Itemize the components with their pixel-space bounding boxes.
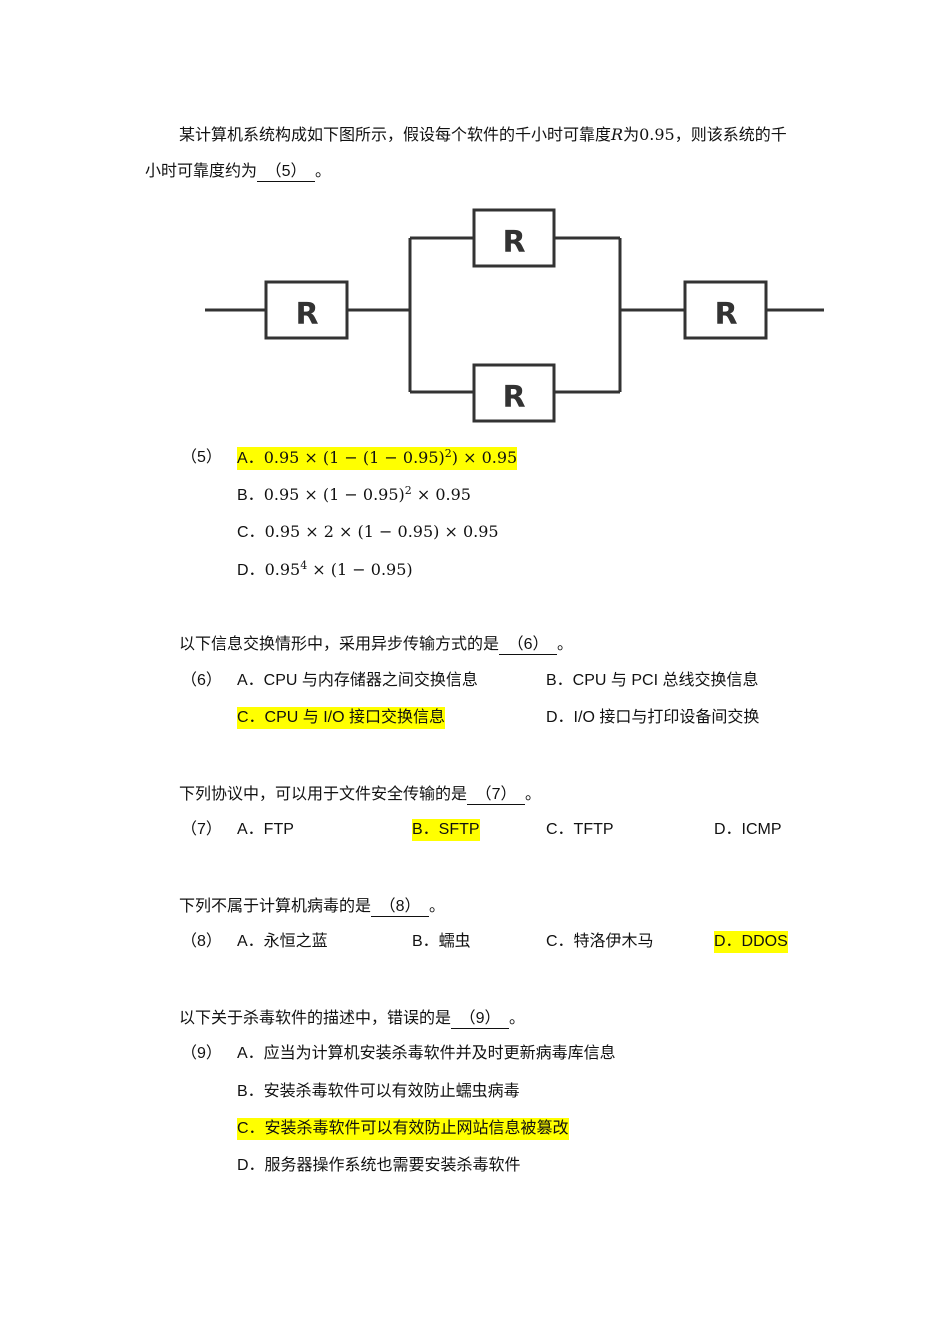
q7-option-a: A．FTP <box>237 821 294 838</box>
q6-stem-text: 以下信息交换情形中，采用异步传输方式的是 <box>179 634 500 653</box>
q9-number: （9） <box>181 1045 222 1062</box>
q6-number: （6） <box>181 672 222 689</box>
reliability-diagram: R R R R <box>205 208 824 423</box>
q5-option-a-expr: 0.95 × (1 − (1 − 0.95) <box>263 448 445 467</box>
q5-option-d-tail: × (1 − 0.95) <box>307 560 413 579</box>
q9-stem-period: 。 <box>509 1008 526 1027</box>
q8-option-c: C．特洛伊木马 <box>546 933 654 950</box>
q8-option-b: B．蠕虫 <box>412 933 471 950</box>
q6-option-b: B．CPU 与 PCI 总线交换信息 <box>546 672 759 689</box>
q9-stem-text: 以下关于杀毒软件的描述中，错误的是 <box>179 1008 452 1027</box>
q8-answer-blank: （8） <box>371 898 430 917</box>
resistor-box-right <box>683 280 768 340</box>
q9-option-a: A．应当为计算机安装杀毒软件并及时更新病毒库信息 <box>237 1045 616 1062</box>
q7-option-d: D．ICMP <box>714 821 782 838</box>
q6-option-d: D．I/O 接口与打印设备间交换 <box>546 709 760 726</box>
q8-stem-text: 下列不属于计算机病毒的是 <box>179 896 372 915</box>
q7-stem-text: 下列协议中，可以用于文件安全传输的是 <box>179 784 468 803</box>
q9-option-b: B．安装杀毒软件可以有效防止蠕虫病毒 <box>237 1083 520 1100</box>
q6-stem: 以下信息交换情形中，采用异步传输方式的是（6）。 <box>179 633 573 655</box>
q5-option-c-label: C． <box>237 524 265 541</box>
resistor-box-top <box>472 208 556 268</box>
q5-option-b-expr: 0.95 × (1 − 0.95) <box>263 485 405 504</box>
q9-stem: 以下关于杀毒软件的描述中，错误的是（9）。 <box>179 1007 525 1029</box>
q8-stem-period: 。 <box>429 896 446 915</box>
q7-stem-period: 。 <box>525 784 542 803</box>
q9-answer-blank: （9） <box>451 1010 510 1029</box>
q6-answer-blank: （6） <box>499 636 558 655</box>
resistor-box-bottom <box>472 363 556 423</box>
q5-option-b-sup: 2 <box>404 484 412 497</box>
q5-option-d-sup: 4 <box>300 559 308 572</box>
q5-option-c: C．0.95 × 2 × (1 − 0.95) × 0.95 <box>237 521 499 544</box>
q8-option-d: D．DDOS <box>714 931 788 953</box>
q5-stem-variable: R <box>611 125 624 144</box>
q6-stem-period: 。 <box>557 634 574 653</box>
q5-stem-text-a: 某计算机系统构成如下图所示，假设每个软件的千小时可靠度 <box>179 125 612 144</box>
q9-option-d: D．服务器操作系统也需要安装杀毒软件 <box>237 1157 521 1174</box>
q7-number: （7） <box>181 821 222 838</box>
q5-option-b: B．0.95 × (1 − 0.95)2 × 0.95 <box>237 484 471 507</box>
q7-answer-blank: （7） <box>467 786 526 805</box>
resistor-label-bottom: R <box>502 380 525 415</box>
q6-option-a: A．CPU 与内存储器之间交换信息 <box>237 672 478 689</box>
q5-option-a-tail: ) × 0.95 <box>451 448 518 467</box>
q8-option-a: A．永恒之蓝 <box>237 933 328 950</box>
q7-stem: 下列协议中，可以用于文件安全传输的是（7）。 <box>179 783 541 805</box>
q5-option-b-tail: × 0.95 <box>411 485 471 504</box>
q5-option-c-expr: 0.95 × 2 × (1 − 0.95) × 0.95 <box>264 522 499 541</box>
q5-number: （5） <box>181 449 222 466</box>
q9-option-c: C．安装杀毒软件可以有效防止网站信息被篡改 <box>237 1118 569 1140</box>
resistor-label-left: R <box>295 297 318 332</box>
q5-option-a: A．0.95 × (1 − (1 − 0.95)2) × 0.95 <box>237 447 518 470</box>
q5-option-a-label: A． <box>237 450 264 467</box>
q5-answer-blank: （5） <box>257 163 316 182</box>
q7-option-c: C．TFTP <box>546 821 614 838</box>
q6-option-c: C．CPU 与 I/O 接口交换信息 <box>237 707 446 729</box>
q8-stem: 下列不属于计算机病毒的是（8）。 <box>179 895 445 917</box>
q5-stem-period: 。 <box>315 161 332 180</box>
q8-number: （8） <box>181 933 222 950</box>
q5-option-d: D．0.954 × (1 − 0.95) <box>237 559 413 582</box>
q5-stem-line1: 某计算机系统构成如下图所示，假设每个软件的千小时可靠度R为0.95，则该系统的千 <box>179 124 787 146</box>
q5-option-b-label: B． <box>237 487 264 504</box>
q5-stem-text-c: 小时可靠度约为 <box>145 161 258 180</box>
q5-option-a-sup: 2 <box>444 447 452 460</box>
q5-option-d-label: D． <box>237 562 265 579</box>
resistor-box-left <box>264 280 349 340</box>
q5-option-d-expr: 0.95 <box>264 560 301 579</box>
q5-stem-text-b: 为0.95，则该系统的千 <box>623 125 787 144</box>
q5-stem-line2: 小时可靠度约为（5）。 <box>145 160 331 182</box>
resistor-label-right: R <box>714 297 737 332</box>
q7-option-b: B．SFTP <box>412 819 480 841</box>
resistor-label-top: R <box>502 225 525 260</box>
